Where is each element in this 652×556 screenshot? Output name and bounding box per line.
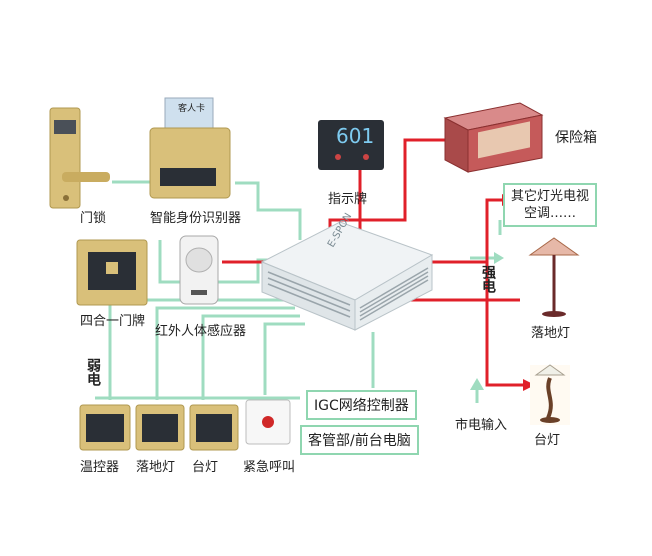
id-reader-card-label: 客人卡 bbox=[178, 104, 206, 114]
desk-lamp-switch-label: 台灯 bbox=[192, 460, 219, 475]
wire-reader-to-controller bbox=[235, 181, 302, 240]
pir-sensor-label: 红外人体感应器 bbox=[155, 324, 247, 339]
wire-lamps-branch bbox=[485, 262, 525, 387]
other-devices-line1: 其它灯光电视 bbox=[511, 189, 590, 204]
front-desk-box: 客管部/前台电脑 bbox=[300, 425, 419, 455]
desk-lamp-label: 台灯 bbox=[534, 433, 561, 448]
floor-lamp-switch-label: 落地灯 bbox=[136, 460, 176, 475]
id-reader-label: 智能身份识别器 bbox=[150, 211, 242, 226]
wire-doorplate-to-controller bbox=[158, 240, 275, 284]
four-in-one-device bbox=[76, 239, 148, 306]
desk-lamp-switch-device bbox=[189, 404, 239, 451]
arrow-head-right bbox=[494, 252, 504, 264]
wire-bus-emergency bbox=[263, 322, 305, 395]
emergency-call-device bbox=[245, 399, 291, 445]
thermostat-device bbox=[79, 404, 131, 451]
desk-lamp-device bbox=[530, 364, 570, 425]
other-devices-line2: 空调…… bbox=[524, 206, 577, 221]
wire-controller-right bbox=[395, 198, 503, 264]
pir-sensor-device bbox=[179, 235, 219, 305]
safe-device bbox=[443, 102, 544, 173]
sign-board-device bbox=[318, 120, 384, 170]
emergency-call-label: 紧急呼叫 bbox=[243, 460, 296, 475]
safe-label: 保险箱 bbox=[555, 130, 597, 146]
floor-lamp-switch-device bbox=[135, 404, 185, 451]
mains-input-label: 市电输入 bbox=[455, 418, 508, 433]
central-controller-box bbox=[260, 221, 434, 331]
door-lock-device bbox=[49, 107, 110, 209]
wire-bus-floor-lamp bbox=[155, 306, 295, 400]
sign-board-number: 601 bbox=[336, 124, 375, 148]
weak-current-wiring bbox=[95, 180, 502, 403]
igc-controller-box: IGC网络控制器 bbox=[306, 390, 417, 420]
weak-current-label: 弱电 bbox=[85, 358, 101, 386]
arrow-head-desk-lamp bbox=[523, 379, 535, 391]
four-in-one-label: 四合一门牌 bbox=[80, 314, 146, 329]
wire-bus-desk-lamp bbox=[201, 314, 300, 400]
sign-board-label: 指示牌 bbox=[328, 192, 368, 207]
id-reader-device bbox=[149, 97, 231, 199]
other-devices-box: 其它灯光电视 空调…… bbox=[503, 183, 598, 227]
door-lock-label: 门锁 bbox=[80, 211, 107, 226]
strong-current-label: 强电 bbox=[480, 265, 496, 293]
floor-lamp-label: 落地灯 bbox=[531, 326, 571, 341]
arrow-head-mains bbox=[470, 378, 484, 390]
thermostat-label: 温控器 bbox=[80, 460, 120, 475]
floor-lamp-device bbox=[528, 237, 580, 317]
